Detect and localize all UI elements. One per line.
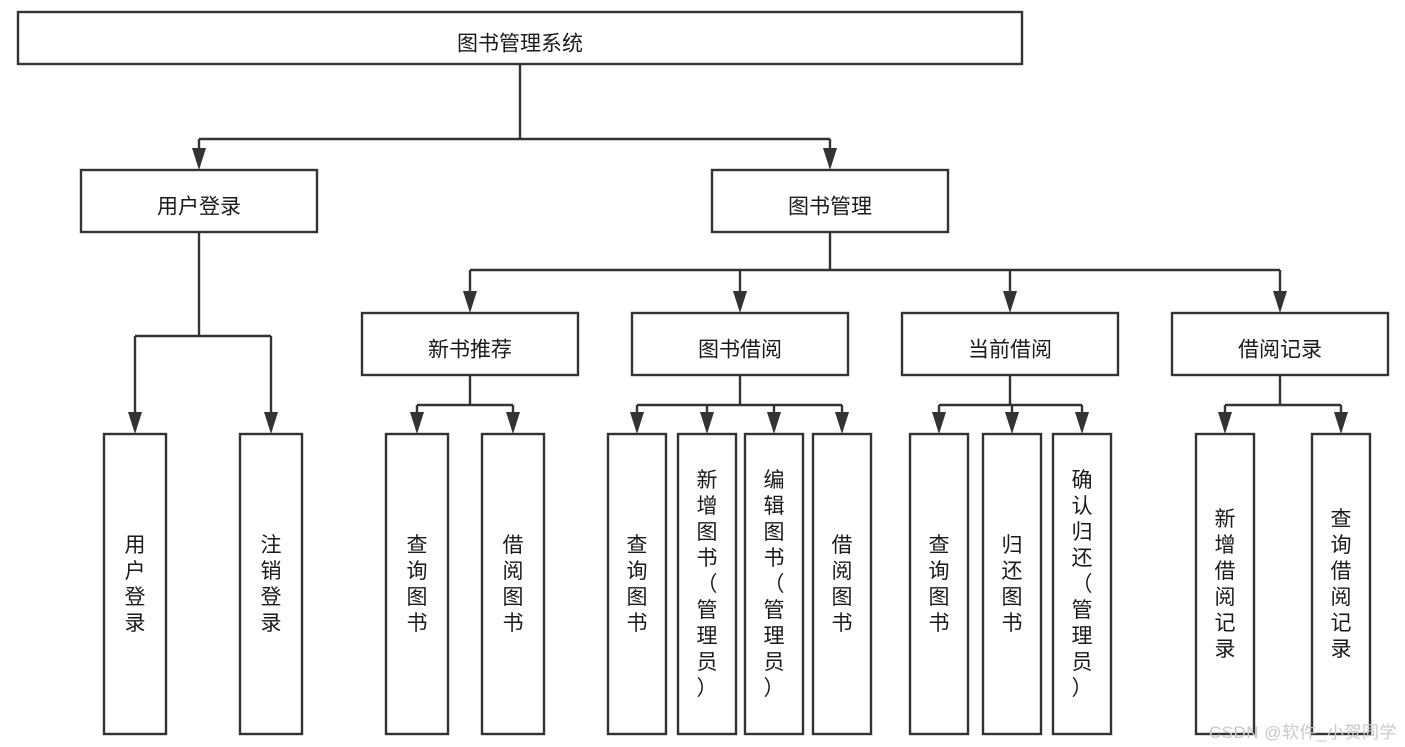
- node-leaf13[interactable]: 查询借阅记录: [1310, 432, 1372, 736]
- edge-arrowhead: [823, 148, 837, 170]
- edge-group-borrow: [630, 375, 849, 434]
- node-label: 用户登录: [157, 196, 241, 219]
- edge-arrowhead: [1218, 412, 1232, 434]
- edge-arrowhead: [128, 412, 142, 434]
- node-box[interactable]: [238, 432, 304, 736]
- node-box[interactable]: [630, 311, 850, 377]
- node-label: 借阅图书: [503, 534, 524, 635]
- edge-group-records: [1218, 375, 1348, 434]
- node-label: 新增借阅记录: [1215, 508, 1236, 661]
- node-label: 查询图书: [929, 534, 950, 635]
- node-box[interactable]: [908, 432, 970, 736]
- node-root[interactable]: 图书管理系统: [16, 10, 1024, 66]
- edge-arrowhead: [1075, 412, 1089, 434]
- node-box[interactable]: [1170, 311, 1390, 377]
- node-label: 注销登录: [261, 534, 282, 635]
- node-label: 图书借阅: [698, 339, 782, 362]
- node-label: 借阅图书: [832, 534, 853, 635]
- node-leaf11[interactable]: 确认归还（管理员）: [1051, 432, 1113, 736]
- node-box[interactable]: [743, 432, 805, 736]
- node-records[interactable]: 借阅记录: [1170, 311, 1390, 377]
- nodes-layer: 图书管理系统用户登录图书管理新书推荐图书借阅当前借阅借阅记录用户登录注销登录查询…: [16, 10, 1390, 736]
- edge-arrowhead: [1005, 412, 1019, 434]
- node-box[interactable]: [384, 432, 450, 736]
- edges-layer: [128, 64, 1348, 434]
- node-box[interactable]: [900, 311, 1120, 377]
- edge-arrowhead: [1273, 291, 1287, 313]
- node-leaf8[interactable]: 借阅图书: [811, 432, 873, 736]
- node-label: 当前借阅: [968, 339, 1052, 362]
- edge-arrowhead: [506, 412, 520, 434]
- edge-arrowhead: [1003, 291, 1017, 313]
- edge-arrowhead: [733, 291, 747, 313]
- edge-group-newbook: [410, 375, 520, 434]
- node-current[interactable]: 当前借阅: [900, 311, 1120, 377]
- node-leaf10[interactable]: 归还图书: [981, 432, 1043, 736]
- node-label: 借阅记录: [1238, 339, 1322, 362]
- node-box[interactable]: [1051, 432, 1113, 736]
- node-leaf3[interactable]: 查询图书: [384, 432, 450, 736]
- edge-arrowhead: [700, 412, 714, 434]
- node-box[interactable]: [16, 10, 1024, 66]
- node-label: 归还图书: [1002, 534, 1023, 635]
- node-leaf12[interactable]: 新增借阅记录: [1194, 432, 1256, 736]
- node-box[interactable]: [606, 432, 668, 736]
- node-label: 新增图书（管理员）: [697, 469, 718, 700]
- node-bookmgmt[interactable]: 图书管理: [710, 168, 950, 234]
- node-label: 查询图书: [627, 534, 648, 635]
- edge-group-bookmgmt: [463, 232, 1287, 313]
- edge-group-current: [932, 375, 1089, 434]
- edge-arrowhead: [835, 412, 849, 434]
- edge-arrowhead: [932, 412, 946, 434]
- edge-arrowhead: [192, 148, 206, 170]
- node-box[interactable]: [981, 432, 1043, 736]
- edge-arrowhead: [410, 412, 424, 434]
- node-label: 图书管理系统: [457, 33, 583, 56]
- csdn-watermark: CSDN @软件_小贺同学: [1208, 723, 1397, 742]
- edge-arrowhead: [1334, 412, 1348, 434]
- edge-arrowhead: [463, 291, 477, 313]
- node-leaf6[interactable]: 新增图书（管理员）: [676, 432, 738, 736]
- node-label: 图书管理: [788, 196, 872, 219]
- node-leaf1[interactable]: 用户登录: [102, 432, 168, 736]
- node-leaf4[interactable]: 借阅图书: [480, 432, 546, 736]
- node-leaf5[interactable]: 查询图书: [606, 432, 668, 736]
- edge-group-login: [128, 232, 278, 434]
- node-box[interactable]: [676, 432, 738, 736]
- node-box[interactable]: [480, 432, 546, 736]
- node-box[interactable]: [811, 432, 873, 736]
- node-box[interactable]: [1194, 432, 1256, 736]
- node-newbook[interactable]: 新书推荐: [360, 311, 580, 377]
- node-box[interactable]: [79, 168, 319, 234]
- node-box[interactable]: [1310, 432, 1372, 736]
- node-leaf9[interactable]: 查询图书: [908, 432, 970, 736]
- node-label: 用户登录: [125, 534, 146, 635]
- node-label: 新书推荐: [428, 339, 512, 362]
- node-login[interactable]: 用户登录: [79, 168, 319, 234]
- node-box[interactable]: [102, 432, 168, 736]
- node-leaf7[interactable]: 编辑图书（管理员）: [743, 432, 805, 736]
- edge-arrowhead: [767, 412, 781, 434]
- node-label: 查询图书: [407, 534, 428, 635]
- node-box[interactable]: [710, 168, 950, 234]
- node-box[interactable]: [360, 311, 580, 377]
- node-label: 查询借阅记录: [1331, 508, 1352, 661]
- node-label: 确认归还（管理员）: [1072, 469, 1093, 700]
- node-borrow[interactable]: 图书借阅: [630, 311, 850, 377]
- edge-group-root: [192, 64, 837, 170]
- edge-arrowhead: [264, 412, 278, 434]
- node-leaf2[interactable]: 注销登录: [238, 432, 304, 736]
- node-label: 编辑图书（管理员）: [764, 469, 785, 700]
- edge-arrowhead: [630, 412, 644, 434]
